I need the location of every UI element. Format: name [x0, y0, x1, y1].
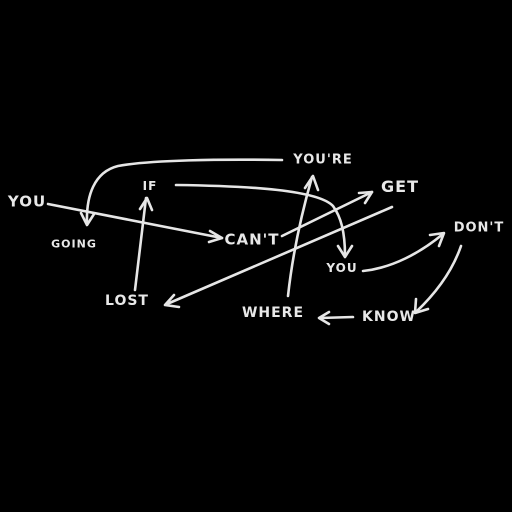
arrow-lost-to-if	[133, 196, 148, 292]
arrow-dont-to-know-head	[413, 297, 430, 315]
word-youre: YOU'RE	[293, 152, 353, 168]
arrow-you-to-cant	[46, 202, 224, 240]
arrow-know-to-where	[318, 315, 355, 320]
word-you-start: YOU	[7, 192, 47, 211]
word-dont: DON'T	[453, 220, 505, 236]
arrow-get-to-lost	[165, 205, 394, 306]
arrow-where-to-youre-head	[303, 174, 320, 192]
word-cant: CAN'T	[224, 230, 280, 249]
arrow-cant-to-get	[280, 190, 374, 238]
word-going: GOING	[51, 237, 97, 251]
word-you-middle: YOU	[326, 261, 358, 275]
arrow-where-to-youre	[286, 175, 314, 298]
word-where: WHERE	[241, 305, 305, 321]
arrow-dont-to-know	[414, 244, 463, 314]
arrow-you-to-cant-head	[207, 229, 224, 244]
word-if: IF	[142, 179, 158, 193]
word-get: GET	[381, 177, 419, 196]
arrow-you-to-dont-head	[428, 231, 446, 248]
arrow-get-to-lost-head	[163, 293, 181, 309]
word-know: KNOW	[362, 309, 416, 325]
arrow-if-to-you	[174, 183, 347, 258]
arrow-if-to-you-head	[336, 244, 354, 259]
word-lost: LOST	[105, 293, 149, 309]
arrow-you-to-dont	[361, 232, 445, 273]
arrow-youre-to-going	[85, 158, 284, 226]
arrow-cant-to-get-head	[357, 190, 374, 205]
arrow-know-to-where-head	[317, 310, 331, 326]
arrow-youre-to-going-head	[79, 211, 96, 227]
arrow-lost-to-if-head	[138, 196, 154, 212]
